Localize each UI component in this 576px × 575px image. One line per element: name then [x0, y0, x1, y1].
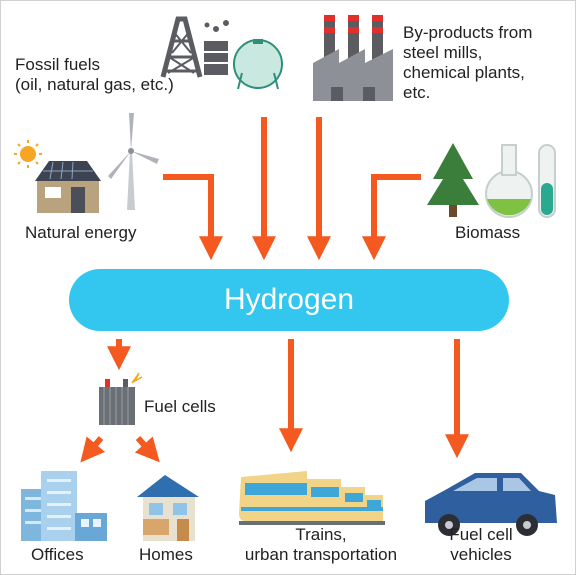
car-icon — [425, 473, 557, 536]
factory-icon — [313, 15, 393, 101]
oil-derrick-icon — [160, 16, 203, 78]
natural-energy-label: Natural energy — [25, 223, 137, 242]
fossil-fuels-label: Fossil fuels (oil, natural gas, etc.) — [15, 55, 174, 94]
oil-barrel-icon — [204, 20, 229, 75]
house-solar-icon — [35, 161, 101, 213]
fuel-cell-vehicles-label: Fuel cell vehicles — [449, 525, 513, 564]
hydrogen-hub: Hydrogen — [69, 269, 509, 331]
test-tube-icon — [538, 144, 556, 218]
homes-label: Homes — [139, 545, 193, 564]
flask-icon — [485, 144, 533, 218]
train-icon — [239, 471, 385, 525]
home-icon — [137, 475, 199, 541]
biomass-label: Biomass — [455, 223, 521, 242]
offices-label: Offices — [31, 545, 84, 564]
output-arrows — [80, 339, 469, 463]
office-building-icon — [21, 471, 107, 541]
fuel-cells-label: Fuel cells — [144, 397, 216, 416]
trains-label: Trains, urban transportation — [244, 525, 398, 564]
tree-icon — [427, 143, 479, 217]
gas-tank-icon — [233, 39, 283, 90]
sun-icon — [14, 140, 42, 168]
input-arrows — [163, 117, 421, 261]
byproducts-label: By-products from steel mills, chemical p… — [403, 23, 533, 102]
fuel-cell-icon — [99, 372, 143, 425]
wind-turbine-icon — [108, 113, 159, 210]
